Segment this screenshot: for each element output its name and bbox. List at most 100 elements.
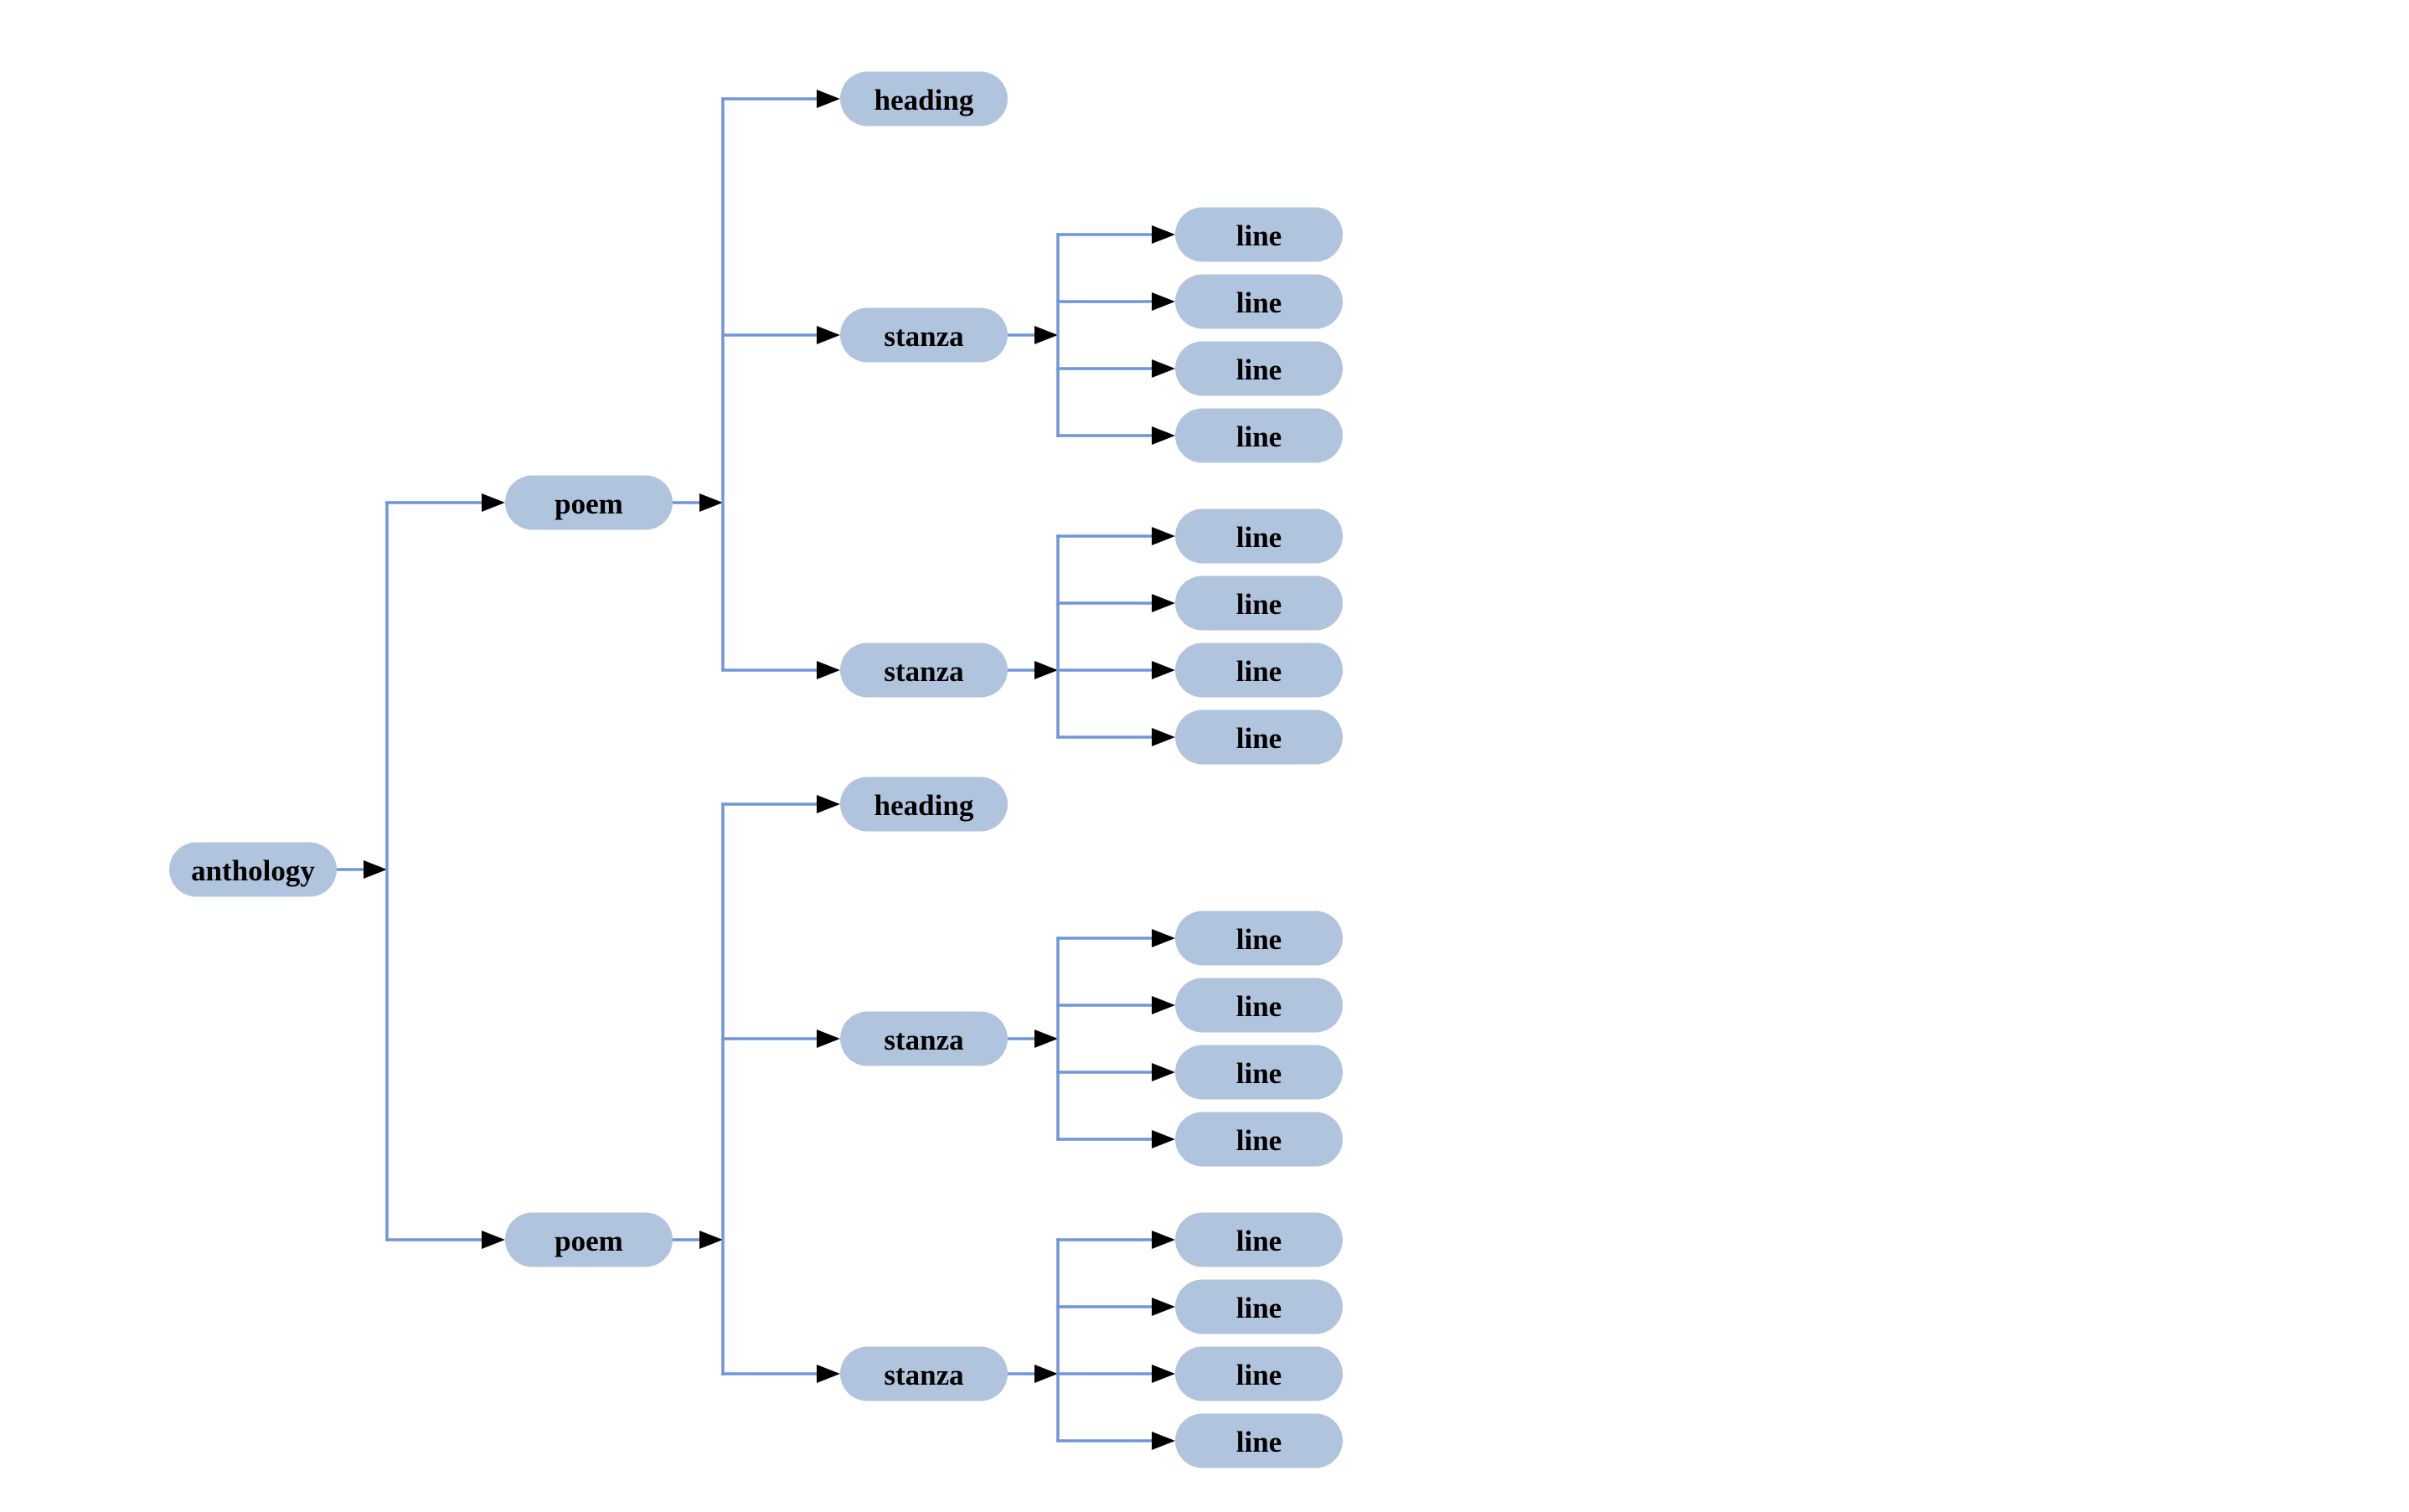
node-pill [505,475,673,530]
arrowhead-icon [1152,225,1175,244]
arrowhead-icon [1034,1030,1058,1048]
edge-group-stanza-2 [1006,527,1175,746]
node-line-6: line [1175,575,1343,631]
edge-group-stanza-3 [1006,929,1175,1148]
node-line-16: line [1175,1413,1343,1468]
arrowhead-icon [1152,594,1175,612]
node-pill [1175,642,1343,698]
edge-group-stanza-1 [1006,225,1175,445]
node-pill [1175,1112,1343,1167]
node-label: line [1236,1426,1282,1458]
node-pill [1175,1413,1343,1468]
node-pill [840,307,1008,363]
node-pill [505,1212,673,1267]
node-label: line [1236,1057,1282,1090]
arrowhead-icon [1152,1063,1175,1081]
edge-group-poem-1 [671,90,840,679]
arrowhead-icon [1152,359,1175,378]
node-label: line [1236,655,1282,688]
arrowhead-icon [1152,1365,1175,1383]
node-line-12: line [1175,1112,1343,1167]
node-pill [1175,1212,1343,1267]
node-pill [1175,710,1343,765]
node-line-13: line [1175,1212,1343,1267]
arrowhead-icon [482,1231,505,1249]
edge-group-poem-2 [671,795,840,1383]
node-anthology: anthology [169,842,337,897]
node-label: line [1236,353,1282,386]
arrowhead-icon [364,860,387,879]
arrowhead-icon [699,493,723,512]
arrowhead-icon [1152,996,1175,1014]
arrowhead-icon [1152,527,1175,545]
node-pill [1175,408,1343,463]
edge-group-stanza-4 [1006,1231,1175,1450]
node-pill [840,777,1008,832]
node-label: stanza [884,1024,963,1056]
node-pill [1175,978,1343,1033]
arrowhead-icon [1152,929,1175,947]
node-line-3: line [1175,341,1343,396]
node-line-10: line [1175,978,1343,1033]
node-poem-2: poem [505,1212,673,1267]
node-stanza-1: stanza [840,307,1008,363]
node-pill [1175,911,1343,966]
arrowhead-icon [699,1231,723,1249]
arrowhead-icon [1152,1432,1175,1450]
node-pill [1175,341,1343,396]
node-line-5: line [1175,508,1343,564]
node-stanza-4: stanza [840,1346,1008,1401]
node-label: line [1236,1359,1282,1391]
arrowhead-icon [817,795,840,813]
node-line-8: line [1175,710,1343,765]
node-pill [1175,1045,1343,1100]
node-label: line [1236,722,1282,755]
node-pill [1175,575,1343,631]
node-label: line [1236,1124,1282,1157]
node-pill [1175,1279,1343,1334]
node-poem-1: poem [505,475,673,530]
node-pill [840,1011,1008,1066]
node-line-14: line [1175,1279,1343,1334]
node-label: line [1236,1225,1282,1257]
node-heading-2: heading [840,777,1008,832]
arrowhead-icon [817,661,840,679]
node-stanza-3: stanza [840,1011,1008,1066]
node-label: line [1236,1292,1282,1324]
arrowhead-icon [1034,326,1058,344]
arrowhead-icon [817,326,840,344]
node-label: line [1236,521,1282,554]
edge-group-anthology [335,493,505,1249]
node-label: heading [874,84,974,116]
node-line-15: line [1175,1346,1343,1401]
node-label: poem [555,488,623,520]
node-pill [1175,274,1343,329]
node-label: anthology [191,854,315,887]
node-pill [1175,1346,1343,1401]
node-layer: anthology poem poem heading stanza stanza head… [169,71,1343,1468]
arrowhead-icon [1152,1231,1175,1249]
node-label: line [1236,286,1282,319]
node-line-1: line [1175,207,1343,262]
node-line-4: line [1175,408,1343,463]
arrowhead-icon [1152,426,1175,445]
node-line-7: line [1175,642,1343,698]
node-label: line [1236,219,1282,252]
node-pill [840,71,1008,126]
arrowhead-icon [1152,728,1175,746]
arrowhead-icon [817,1030,840,1048]
node-pill [840,642,1008,698]
edge-layer [335,90,1175,1450]
arrowhead-icon [1034,1365,1058,1383]
arrowhead-icon [817,90,840,108]
arrowhead-icon [482,493,505,512]
node-line-9: line [1175,911,1343,966]
node-pill [169,842,337,897]
arrowhead-icon [1152,292,1175,311]
node-label: line [1236,588,1282,621]
arrowhead-icon [1152,1130,1175,1148]
node-line-11: line [1175,1045,1343,1100]
node-label: stanza [884,320,963,353]
